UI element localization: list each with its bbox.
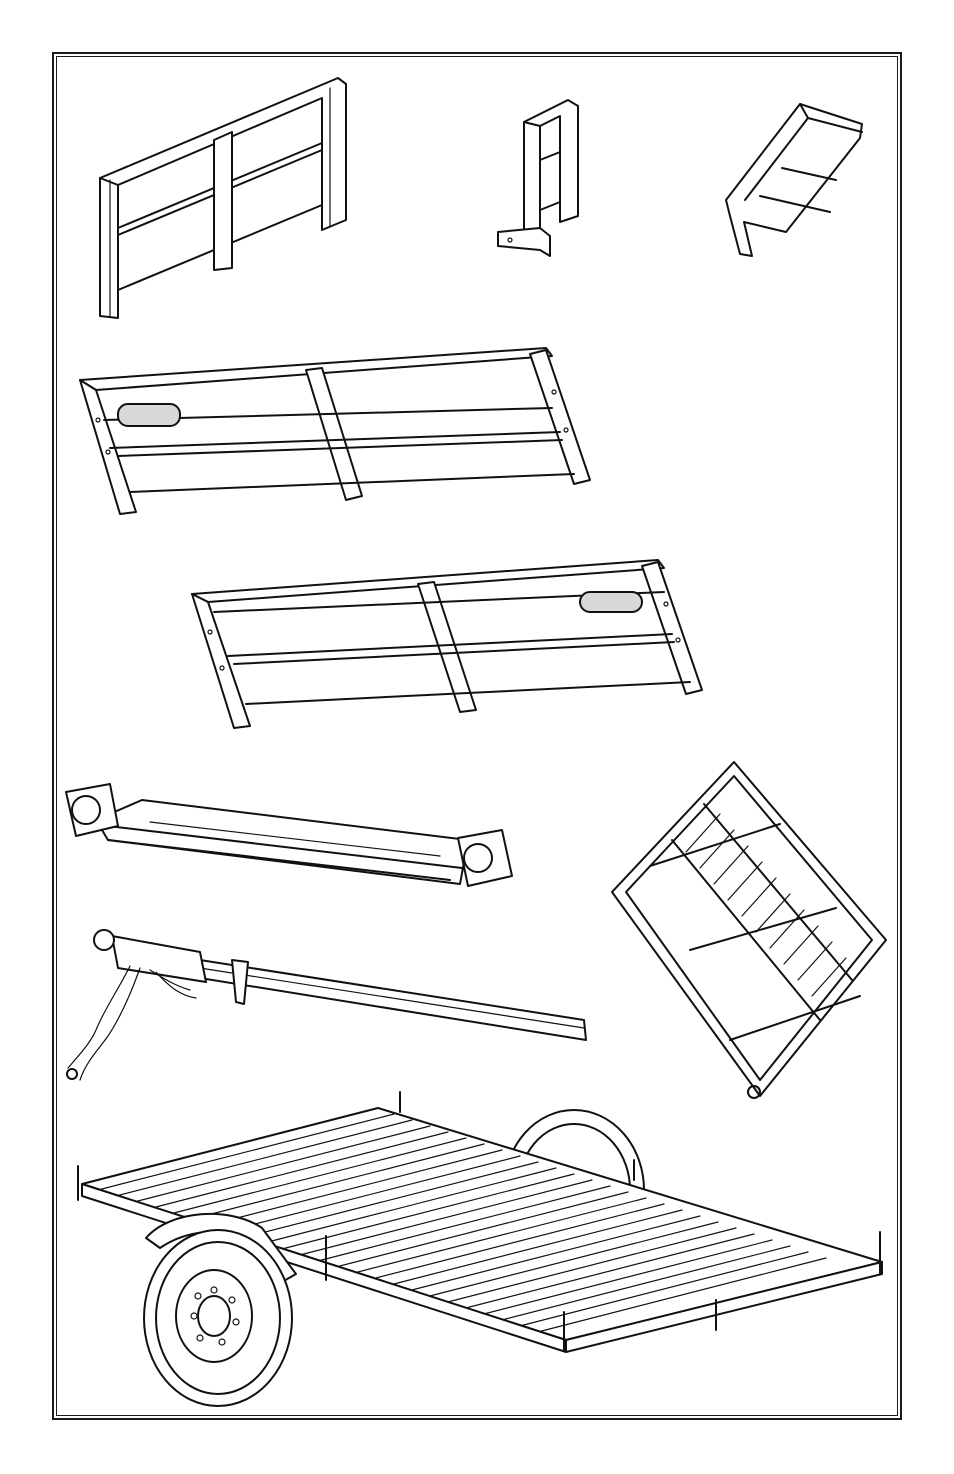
right-side-rail	[192, 560, 702, 728]
tongue-coupler-assembly	[67, 930, 586, 1080]
front-gate	[100, 78, 346, 318]
left-side-rail	[80, 348, 590, 514]
corner-bracket	[726, 104, 862, 256]
tilt-ramp-gate	[612, 762, 886, 1098]
rear-light-bar	[66, 784, 512, 886]
trailer-deck-frame	[78, 1092, 882, 1406]
gate-latch-bracket	[498, 100, 578, 256]
